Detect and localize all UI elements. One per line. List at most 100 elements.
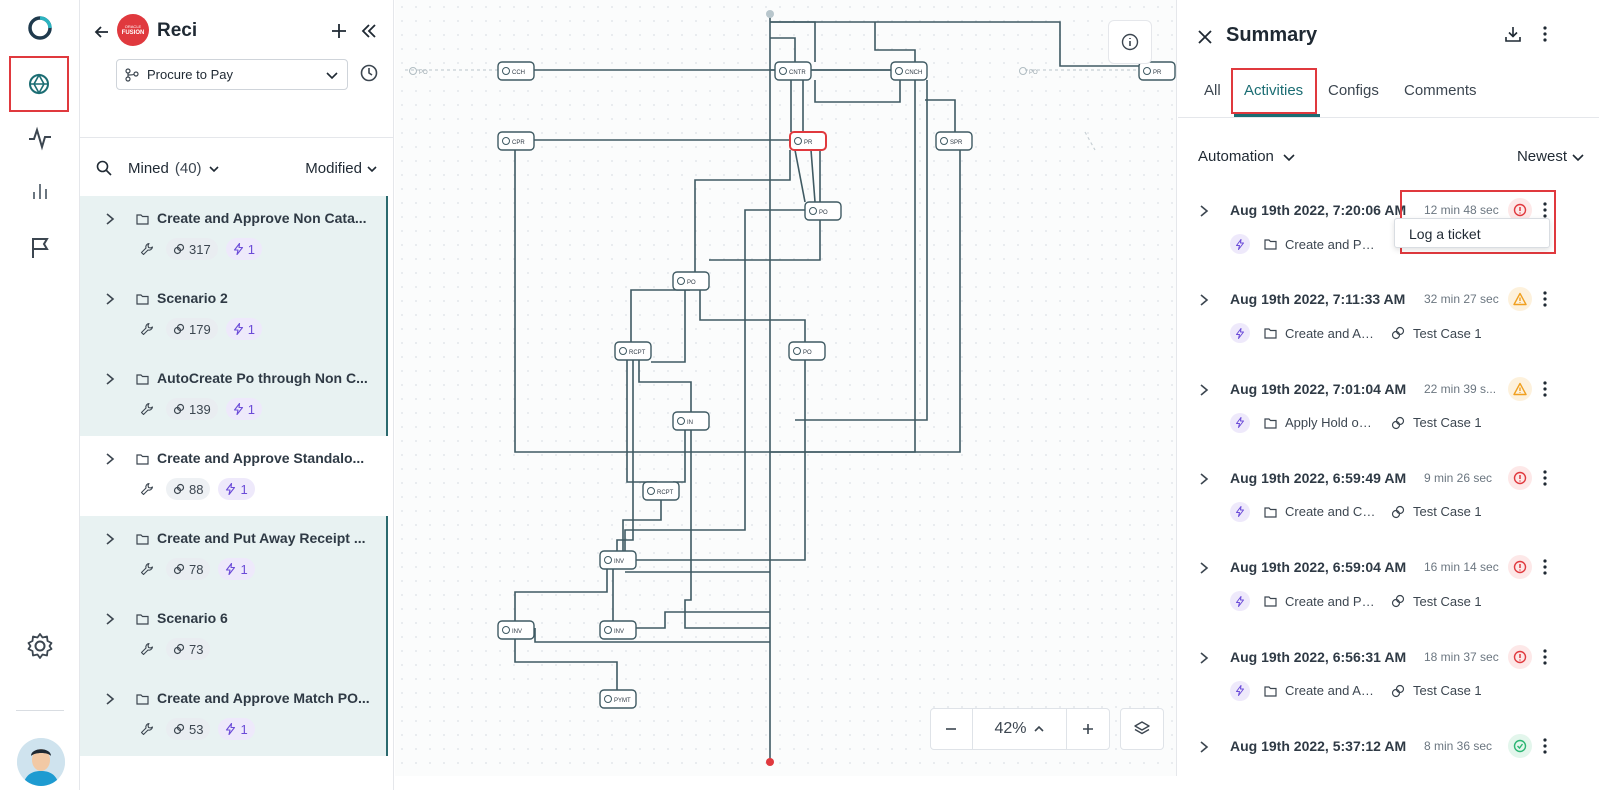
zoom-level-dropdown[interactable]: 42% [973,709,1068,749]
more-vertical-icon[interactable] [1538,647,1552,667]
collapse-panel-icon[interactable] [358,20,380,42]
scenario-item[interactable]: Create and Put Away Receipt ... 78 1 [80,516,388,596]
chevron-right-icon[interactable] [1198,293,1210,307]
flow-node[interactable]: PO [672,271,710,291]
process-select[interactable]: Procure to Pay [116,59,348,90]
chevron-right-icon[interactable] [104,532,116,546]
chevron-right-icon[interactable] [1198,561,1210,575]
more-vertical-icon[interactable] [1538,289,1552,309]
process-flow-canvas[interactable]: CCH CNTR CNCH CPR SPR PR PR PO PO RCPT PO IN RCPT INV… [395,0,1177,776]
download-icon[interactable] [1503,24,1523,44]
zoom-out-button[interactable] [931,709,973,749]
activity-item[interactable]: Aug 19th 2022, 5:37:12 AM 8 min 36 sec [1178,732,1599,790]
test-case-count: 179 [189,321,211,337]
info-button[interactable] [1108,20,1152,64]
scenario-item[interactable]: Create and Approve Standalo... 88 1 [80,436,386,516]
flow-node[interactable]: CNTR [774,61,812,81]
sort-dropdown[interactable]: Modified [305,160,378,177]
scenario-item[interactable]: Scenario 2 179 1 [80,276,388,356]
tab-configs[interactable]: Configs [1328,82,1379,99]
layers-button[interactable] [1120,708,1164,750]
more-vertical-icon[interactable] [1538,557,1552,577]
flow-node[interactable]: PO [788,341,826,361]
newest-sort-dropdown[interactable]: Newest [1517,148,1585,165]
nav-analytics[interactable] [0,164,80,220]
activity-test-case: Test Case 1 [1391,504,1482,519]
folder-icon [136,614,149,625]
chevron-right-icon[interactable] [104,692,116,706]
back-arrow-icon[interactable] [92,22,112,42]
flow-node[interactable]: PYMT [599,689,637,709]
flow-node[interactable]: RCPT [614,341,652,361]
nav-activity[interactable] [0,110,80,166]
flow-node[interactable]: PR [1138,61,1176,81]
chevron-right-icon[interactable] [1198,740,1210,754]
avatar[interactable] [17,738,65,786]
plus-icon [1083,724,1094,734]
chevron-right-icon[interactable] [104,372,116,386]
flow-node[interactable]: INV [497,620,535,640]
search-icon[interactable] [96,160,112,176]
scenario-item[interactable]: Create and Approve Match PO... 53 1 [80,676,388,756]
process-map-icon [29,73,49,95]
more-vertical-icon[interactable] [1538,379,1552,399]
more-vertical-icon[interactable] [1538,200,1552,220]
chevron-right-icon[interactable] [104,212,116,226]
tab-activities[interactable]: Activities [1244,82,1304,99]
history-clock-icon[interactable] [359,63,379,83]
process-flow-graph[interactable]: CCH CNTR CNCH CPR SPR PR PR PO PO RCPT PO IN RCPT INV… [395,0,1177,776]
flow-node[interactable]: CCH [497,61,535,81]
chevron-right-icon[interactable] [1198,651,1210,665]
log-ticket-menu-item[interactable]: Log a ticket [1394,218,1550,248]
process-branch-icon [125,67,139,82]
chevron-right-icon[interactable] [1198,204,1210,218]
activity-test-case-name: Test Case 1 [1413,683,1482,698]
activity-item[interactable]: Aug 19th 2022, 7:01:04 AM 22 min 39 s...… [1178,375,1599,465]
activity-item[interactable]: Aug 19th 2022, 6:59:49 AM 9 min 26 sec C… [1178,464,1599,554]
gear-icon[interactable] [24,630,56,662]
more-vertical-icon[interactable] [1538,736,1552,756]
mined-filter-dropdown[interactable]: Mined (40) [128,160,220,177]
nav-flags[interactable] [0,220,80,276]
flow-node[interactable]: IN [672,411,710,431]
more-vertical-icon[interactable] [1538,468,1552,488]
close-icon[interactable] [1196,28,1214,46]
link-icon [1391,505,1405,518]
flow-node[interactable]: PO [1015,62,1051,80]
flow-node[interactable]: PR [789,131,827,151]
flow-node[interactable]: SPR [935,131,973,151]
add-icon[interactable] [328,20,350,42]
flow-node[interactable]: RCPT [642,481,680,501]
bolt-icon [226,563,236,575]
chevron-right-icon[interactable] [104,292,116,306]
zoom-in-button[interactable] [1067,709,1109,749]
flow-node[interactable]: INV [599,620,637,640]
chevron-right-icon[interactable] [104,612,116,626]
scenario-item[interactable]: Scenario 6 73 [80,596,388,676]
scenario-item[interactable]: Create and Approve Non Cata... 317 1 [80,196,388,276]
activity-item[interactable]: Aug 19th 2022, 6:56:31 AM 18 min 37 sec … [1178,643,1599,733]
ring-logo-icon[interactable] [26,14,54,42]
activity-item[interactable]: Aug 19th 2022, 7:11:33 AM 32 min 27 sec … [1178,285,1599,375]
chevron-right-icon[interactable] [104,452,116,466]
brand-main-text: FUSION [121,30,145,36]
scenario-item[interactable]: AutoCreate Po through Non C... 139 1 [80,356,388,436]
tab-all[interactable]: All [1204,82,1221,99]
flow-node[interactable]: PO [405,62,441,80]
chevron-down-icon [367,165,377,172]
activity-item[interactable]: Aug 19th 2022, 6:59:04 AM 16 min 14 sec … [1178,553,1599,643]
flow-node[interactable]: CNCH [890,61,928,81]
flow-node[interactable]: INV [599,550,637,570]
chevron-right-icon[interactable] [1198,383,1210,397]
tab-comments[interactable]: Comments [1404,82,1477,99]
flow-node-label: PO [803,350,812,356]
nav-process-map[interactable] [9,56,69,112]
automation-filter-dropdown[interactable]: Automation [1198,148,1296,165]
chevron-right-icon[interactable] [1198,472,1210,486]
more-vertical-icon[interactable] [1535,24,1555,44]
bolt-icon [226,723,236,735]
flow-node[interactable]: CPR [497,131,535,151]
folder-icon [1264,417,1277,429]
flow-node[interactable]: PO [804,201,842,221]
flow-node-label: PR [804,140,813,146]
